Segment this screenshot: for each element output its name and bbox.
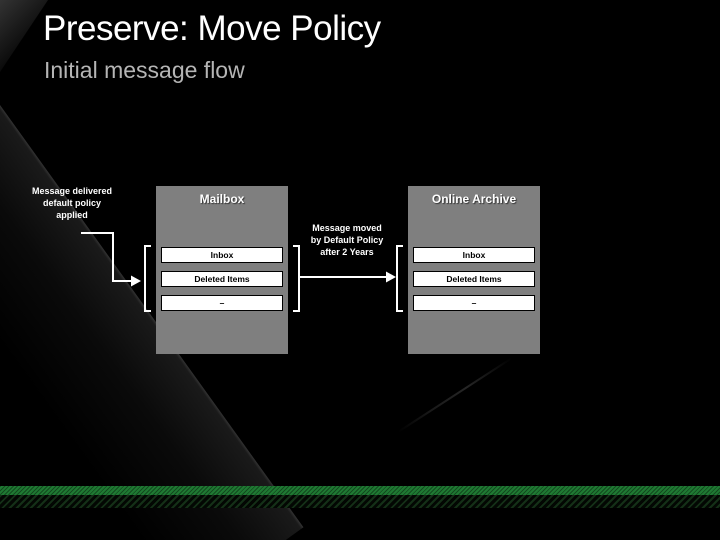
online-archive-panel: Online Archive Inbox Deleted Items –	[408, 186, 540, 354]
delivery-note: Message delivered default policy applied	[22, 185, 122, 221]
slide-subtitle: Initial message flow	[44, 57, 245, 83]
move-note-line-3: after 2 Years	[320, 247, 374, 257]
background-corner-highlight	[0, 0, 48, 72]
footer-hatched-bar	[0, 495, 720, 508]
mailbox-folder-deleted-items: Deleted Items	[161, 271, 283, 287]
move-note-line-2: by Default Policy	[310, 235, 384, 245]
slide-title: Preserve: Move Policy	[43, 9, 381, 48]
background-faint-diagonal-line	[397, 357, 513, 433]
archive-folder-deleted-items: Deleted Items	[413, 271, 535, 287]
move-arrow-head-icon	[386, 271, 396, 283]
mailbox-title: Mailbox	[199, 192, 245, 206]
delivery-note-line-1: Message delivered	[31, 186, 113, 196]
bracket-mailbox-left	[144, 245, 151, 312]
delivery-note-line-2: default policy	[42, 198, 101, 208]
move-note-line-1: Message moved	[312, 223, 382, 233]
move-note: Message moved by Default Policy after 2 …	[295, 222, 399, 258]
mailbox-panel: Mailbox Inbox Deleted Items –	[156, 186, 288, 354]
footer-green-bar	[0, 486, 720, 495]
mailbox-folder-more: –	[161, 295, 283, 311]
delivery-note-line-3: applied	[56, 210, 88, 220]
online-archive-title: Online Archive	[431, 192, 517, 206]
archive-folder-more: –	[413, 295, 535, 311]
mailbox-folder-inbox: Inbox	[161, 247, 283, 263]
archive-folder-inbox: Inbox	[413, 247, 535, 263]
delivery-arrow-head-icon	[131, 275, 141, 287]
